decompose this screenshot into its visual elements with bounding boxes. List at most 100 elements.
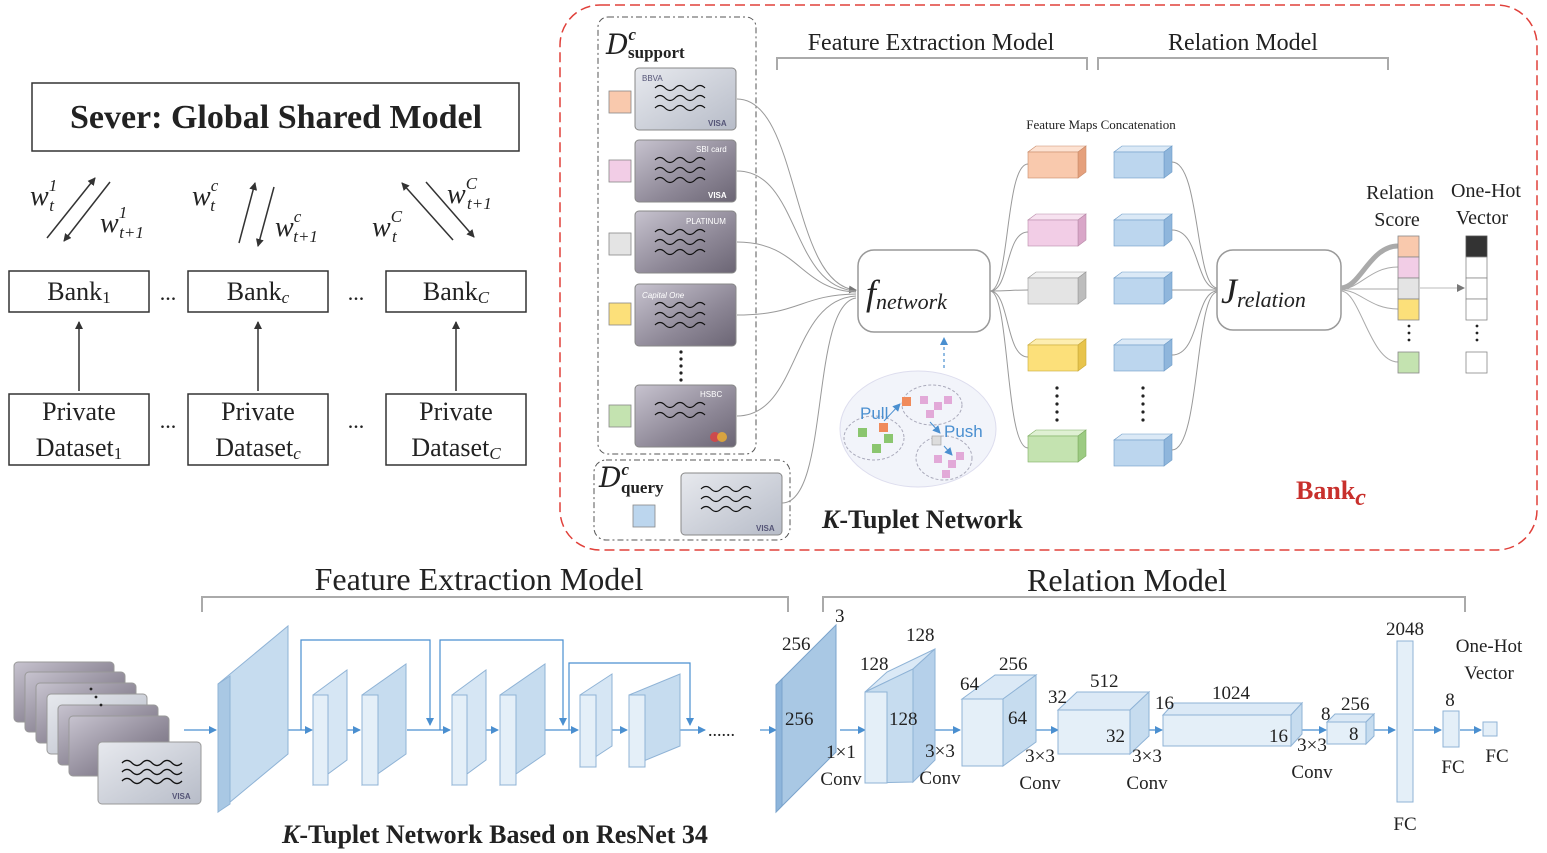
b1-left-dim: 128 xyxy=(860,654,889,675)
bank-box-1 xyxy=(8,270,150,313)
dataset-box-1 xyxy=(8,393,150,466)
query-color-swatch xyxy=(632,504,656,528)
query-map-2 xyxy=(1113,213,1173,247)
bank-label-c: Bankc xyxy=(227,277,290,307)
dataset-box-C xyxy=(385,393,527,466)
upload-arrow-c xyxy=(238,182,258,244)
svg-text:HSBC: HSBC xyxy=(700,390,722,399)
b3-top-dim: 512 xyxy=(1090,671,1119,692)
conv-label-3: Conv xyxy=(1126,773,1168,794)
res-block-3b xyxy=(628,673,681,768)
conv-label-2: Conv xyxy=(1019,773,1061,794)
dataset-ellipsis-2: ... xyxy=(348,408,365,433)
server-title: Sever: Global Shared Model xyxy=(70,99,482,136)
res-block-1a xyxy=(312,669,348,786)
b5-top-dim: 256 xyxy=(1341,694,1370,715)
relation-score-label-1: Relation xyxy=(1366,182,1434,204)
query-map-5 xyxy=(1113,433,1173,467)
feature-map-1 xyxy=(1027,145,1087,179)
query-map-3 xyxy=(1113,271,1173,305)
dataset-label-Ca: Private xyxy=(419,397,493,426)
b2-front-dim: 64 xyxy=(1008,708,1028,729)
support-dots xyxy=(679,350,683,382)
conv-label-4: Conv xyxy=(1291,762,1333,783)
download-arrow-c xyxy=(255,186,275,247)
feature-map-5 xyxy=(1027,429,1087,463)
support-set-box xyxy=(597,16,757,455)
fc2-label: FC xyxy=(1441,757,1464,778)
jrelation-to-score-curves xyxy=(1340,243,1399,363)
b2-left-dim: 64 xyxy=(960,674,980,695)
svg-text:VISA: VISA xyxy=(708,119,727,128)
dataset-label-cb: Datasetc xyxy=(215,433,301,463)
b5-left-dim: 8 xyxy=(1321,704,1331,725)
dataset-box-c xyxy=(187,393,329,466)
b4-front-dim: 16 xyxy=(1269,726,1288,747)
top-onehot-column xyxy=(1465,235,1488,374)
svg-text:Capital One: Capital One xyxy=(642,291,685,300)
dataset-ellipsis-1: ... xyxy=(160,408,177,433)
dataset-label-1b: Dataset1 xyxy=(36,433,122,463)
top-feature-extraction-title: Feature Extraction Model xyxy=(808,30,1055,56)
bank-box-c xyxy=(187,270,329,313)
card-to-fnetwork-curves xyxy=(736,98,857,504)
top-relation-model-title: Relation Model xyxy=(1168,30,1318,56)
conv-label-0: Conv xyxy=(820,769,862,790)
b2-top-dim: 256 xyxy=(999,654,1028,675)
pull-push-cluster: Pull Push xyxy=(839,370,997,488)
bank-ellipsis-2: ... xyxy=(348,280,365,305)
b4-left-dim: 16 xyxy=(1155,693,1174,714)
svg-text:BBVA: BBVA xyxy=(642,74,663,83)
b0-left-dim: 256 xyxy=(782,634,811,655)
b0-front-dim: 256 xyxy=(785,709,814,730)
support-card-3: PLATINUM xyxy=(634,210,737,274)
fc1-dim: 2048 xyxy=(1386,619,1424,640)
bottom-caption: K-Tuplet Network Based on ResNet 34 xyxy=(281,820,708,849)
relation-score-column xyxy=(1397,235,1420,374)
feature-map-4 xyxy=(1027,338,1087,372)
feature-maps-colored xyxy=(1027,145,1087,463)
res-block-2a xyxy=(451,669,487,786)
conv-kernel-1: 3×3 xyxy=(925,741,955,762)
conv-kernel-2: 3×3 xyxy=(1025,746,1055,767)
dataset-label-ca: Private xyxy=(221,397,295,426)
b3-front-dim: 32 xyxy=(1106,726,1125,747)
query-card: VISA xyxy=(680,472,783,536)
push-label: Push xyxy=(944,422,983,441)
conv-kernel-4: 3×3 xyxy=(1297,735,1327,756)
support-swatch-5 xyxy=(608,404,632,428)
fc-layer-8 xyxy=(1442,710,1460,748)
feature-maps-concat-label: Feature Maps Concatenation xyxy=(1026,117,1176,132)
server-box xyxy=(31,82,520,152)
dataset-label-1a: Private xyxy=(42,397,116,426)
support-swatch-4 xyxy=(608,302,632,326)
input-card-stack: VISA xyxy=(13,661,202,805)
top-feature-extraction-bracket xyxy=(776,57,1088,70)
svg-text:SBI card: SBI card xyxy=(696,145,727,154)
top-relation-model-bracket xyxy=(1097,57,1389,70)
support-swatch-2 xyxy=(608,159,632,183)
svg-text:PLATINUM: PLATINUM xyxy=(686,217,726,226)
fc-layer-2048 xyxy=(1396,640,1414,803)
b3-left-dim: 32 xyxy=(1048,687,1067,708)
download-arrow-1 xyxy=(63,181,111,242)
relation-score-label-2: Score xyxy=(1374,209,1420,231)
pull-label: Pull xyxy=(860,404,888,423)
conv-label-1: Conv xyxy=(919,768,961,789)
top-onehot-label-2: Vector xyxy=(1456,207,1509,229)
support-swatch-1 xyxy=(608,90,632,114)
svg-text:VISA: VISA xyxy=(172,792,191,801)
b4-top-dim: 1024 xyxy=(1212,683,1251,704)
top-onehot-label-1: One-Hot xyxy=(1451,180,1521,202)
b1-front-dim: 128 xyxy=(889,709,918,730)
feature-maps-query xyxy=(1113,145,1173,467)
fc1-label: FC xyxy=(1393,814,1416,835)
support-card-5: HSBC xyxy=(634,384,737,448)
bank-box-C xyxy=(385,270,527,313)
